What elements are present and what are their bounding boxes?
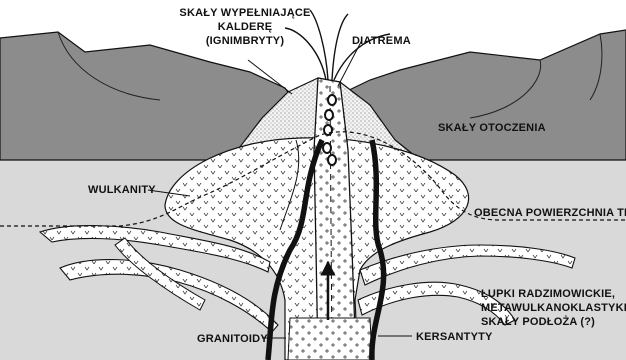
label-present-surface: OBECNA POWIERZCHNIA TERENU xyxy=(474,207,626,219)
label-granitoids: GRANITOIDY xyxy=(197,333,268,345)
label-diatreme: DIATREMA xyxy=(352,35,411,47)
breccia-clast xyxy=(323,143,331,153)
breccia-clast xyxy=(328,155,336,165)
label-volcanites: WULKANITY xyxy=(88,184,156,196)
label-caldera-fill-line1: SKAŁY WYPEŁNIAJĄCE xyxy=(179,7,310,19)
label-basement-line3: SKAŁY PODŁOŻA (?) xyxy=(481,315,595,328)
label-basement-line1: ŁUPKI RADZIMOWICKIE, xyxy=(481,288,615,300)
label-kersantites: KERSANTYTY xyxy=(416,331,493,343)
breccia-clast xyxy=(325,110,333,120)
granitoid-body xyxy=(288,318,372,360)
breccia-clast xyxy=(328,95,336,105)
label-basement-line2: METAWULKANOKLASTYKI, xyxy=(481,302,626,314)
label-caldera-fill-line3: (IGNIMBRYTY) xyxy=(206,35,285,47)
label-caldera-fill-line2: KALDERĘ xyxy=(218,21,273,33)
label-country-rocks: SKAŁY OTOCZENIA xyxy=(438,122,546,134)
